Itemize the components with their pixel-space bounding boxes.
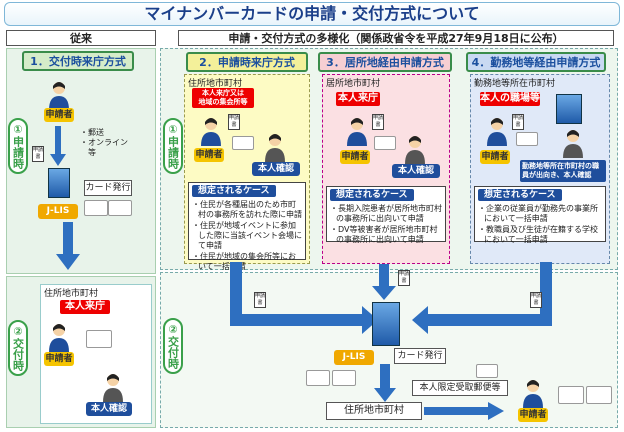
id-card-icon	[84, 200, 108, 216]
stage-apply-text: ①申請時	[11, 123, 25, 169]
applicant-label-4: 申請者	[340, 150, 370, 164]
channel-online: ・オンライン	[80, 138, 128, 147]
case-item: 長期入院患者が居所地市町村の事務所に出向いて申請	[330, 204, 442, 224]
col3-city-name: 居所地市町村	[326, 79, 381, 89]
building-icon	[48, 168, 70, 198]
identity-check-label-2: 本人確認	[252, 162, 300, 176]
applicant-label-2: 申請者	[44, 352, 74, 366]
method-4-header: 4．勤務地等経由申請方式	[466, 52, 606, 72]
application-doc-icon-4: 申請書	[512, 114, 524, 130]
card-issue-box: カード発行	[84, 180, 132, 196]
case-item: 住民が地域の集会所等において一括申請	[192, 252, 302, 272]
staff-icon-3	[405, 136, 425, 164]
identity-check-label-3: 本人確認	[392, 164, 440, 178]
col1-visit-label: 本人来庁	[60, 300, 110, 314]
stage-apply-text-2: ①申請時	[166, 123, 180, 169]
applicant-label-3: 申請者	[194, 148, 224, 162]
col3-red-label: 本人来庁	[336, 92, 380, 106]
person-icon-3	[201, 118, 221, 146]
arrow-col4-to-jlis	[412, 262, 552, 334]
staff-icon-2	[265, 134, 285, 162]
applicant-label-5: 申請者	[480, 150, 510, 164]
jlis-building-icon	[372, 302, 400, 346]
case-item: 教職員及び生徒が在籍する学校において一括申請	[478, 225, 602, 245]
person-icon-2	[49, 324, 69, 352]
id-card-icon-11	[586, 386, 612, 404]
col4-city-name: 勤務地等所在市町村	[474, 79, 556, 89]
col2-red-label: 本人来庁又は 地域の集会所等	[192, 88, 254, 108]
id-card-icon-7	[306, 370, 330, 386]
application-doc-icon-2: 申請書	[228, 114, 240, 130]
case-item: 住民が地域イベントに参加した際に当該イベント会場にて申請	[192, 221, 302, 251]
page-title: マイナンバーカードの申請・交付方式について	[4, 2, 620, 26]
id-card-icon-9	[476, 364, 498, 378]
case-title-2: 想定されるケース	[330, 189, 414, 201]
application-doc-icon-6: 申請書	[398, 270, 410, 286]
channel-list: ・郵送 ・オンライン 等	[80, 128, 140, 158]
registered-mail-box: 本人限定受取郵便等	[412, 380, 508, 396]
case-list-3: 企業の従業員が勤務先の事業所において一括申請 教職員及び生徒が在籍する学校におい…	[478, 204, 602, 245]
applicant-label-6: 申請者	[518, 408, 548, 422]
arrow-col2-to-jlis	[230, 262, 378, 334]
case-title-3: 想定されるケース	[478, 189, 562, 201]
stage-deliver-label-right: ②交付時	[163, 318, 183, 374]
case-list-2: 長期入院患者が居所地市町村の事務所に出向いて申請 DV等被害者が居所地市町村の事…	[330, 204, 442, 245]
stage-deliver-text-2: ②交付時	[166, 323, 180, 369]
down-arrow-icon	[50, 126, 66, 166]
jlis-label-2: J-LIS	[334, 350, 374, 365]
bottom-city-box: 住所地市町村	[326, 402, 422, 420]
application-doc-icon-3: 申請書	[372, 114, 384, 130]
staff-icon-4	[563, 130, 583, 158]
id-card-icon-3	[86, 330, 112, 348]
down-arrow-icon-3	[374, 364, 396, 402]
case-title: 想定されるケース	[192, 185, 276, 197]
person-icon-6	[523, 380, 543, 408]
col3-case-box: 想定されるケース 長期入院患者が居所地市町村の事務所に出向いて申請 DV等被害者…	[326, 186, 446, 245]
id-card-icon-8	[332, 370, 356, 386]
channel-etc: 等	[88, 148, 96, 157]
case-item: 住民が各種届出のため市町村の事務所を訪れた際に申請	[192, 200, 302, 220]
stage-deliver-text: ②交付時	[11, 325, 25, 371]
down-arrow-icon-2	[56, 222, 80, 270]
id-card-icon-4	[232, 136, 254, 150]
application-doc-icon-5: 申請書	[254, 292, 266, 308]
header-new-methods: 申請・交付方式の多様化（関係政省令を平成27年9月18日に公布）	[178, 30, 614, 46]
id-card-icon-2	[108, 200, 132, 216]
stage-apply-label-left: ①申請時	[8, 118, 28, 174]
stage-apply-label-right: ①申請時	[163, 118, 183, 174]
stage-deliver-label-left: ②交付時	[8, 320, 28, 376]
method-2-header: 2．申請時来庁方式	[186, 52, 308, 72]
case-item: DV等被害者が居所地市町村の事務所に出向いて申請	[330, 225, 442, 245]
channel-mail: ・郵送	[80, 128, 104, 137]
col1-city-name: 住所地市町村	[44, 289, 99, 299]
col4-red-label: 本人の職場等	[480, 92, 540, 106]
id-card-icon-6	[516, 132, 538, 146]
method-1-header: 1．交付時来庁方式	[22, 51, 134, 71]
case-list: 住民が各種届出のため市町村の事務所を訪れた際に申請 住民が地域イベントに参加した…	[192, 200, 302, 272]
header-conventional: 従来	[6, 30, 156, 46]
col4-case-box: 想定されるケース 企業の従業員が勤務先の事業所において一括申請 教職員及び生徒が…	[474, 186, 606, 245]
method-3-header: 3．居所地経由申請方式	[318, 52, 452, 72]
person-icon-4	[347, 118, 367, 146]
jlis-label: J-LIS	[38, 204, 78, 219]
person-icon	[49, 82, 69, 110]
conventional-apply-area	[6, 48, 156, 274]
arrow-col3-to-jlis	[372, 264, 396, 300]
id-card-icon-10	[558, 386, 584, 404]
col2-city-name: 住所地市町村	[188, 79, 243, 89]
col4-staff-note: 勤務地等所在市町村の職員が出向き、本人確認	[520, 160, 606, 182]
id-card-icon-5	[374, 136, 396, 150]
staff-icon	[103, 374, 123, 402]
identity-check-label: 本人確認	[86, 402, 132, 416]
office-building-icon	[556, 94, 582, 124]
case-item: 企業の従業員が勤務先の事業所において一括申請	[478, 204, 602, 224]
col2-case-box: 想定されるケース 住民が各種届出のため市町村の事務所を訪れた際に申請 住民が地域…	[188, 182, 306, 271]
application-doc-icon-7: 申請書	[530, 292, 542, 308]
card-issue-box-2: カード発行	[394, 348, 446, 364]
right-arrow-icon	[424, 402, 504, 420]
application-doc-icon: 申請書	[32, 146, 44, 162]
applicant-label: 申請者	[44, 108, 74, 122]
person-icon-5	[487, 118, 507, 146]
